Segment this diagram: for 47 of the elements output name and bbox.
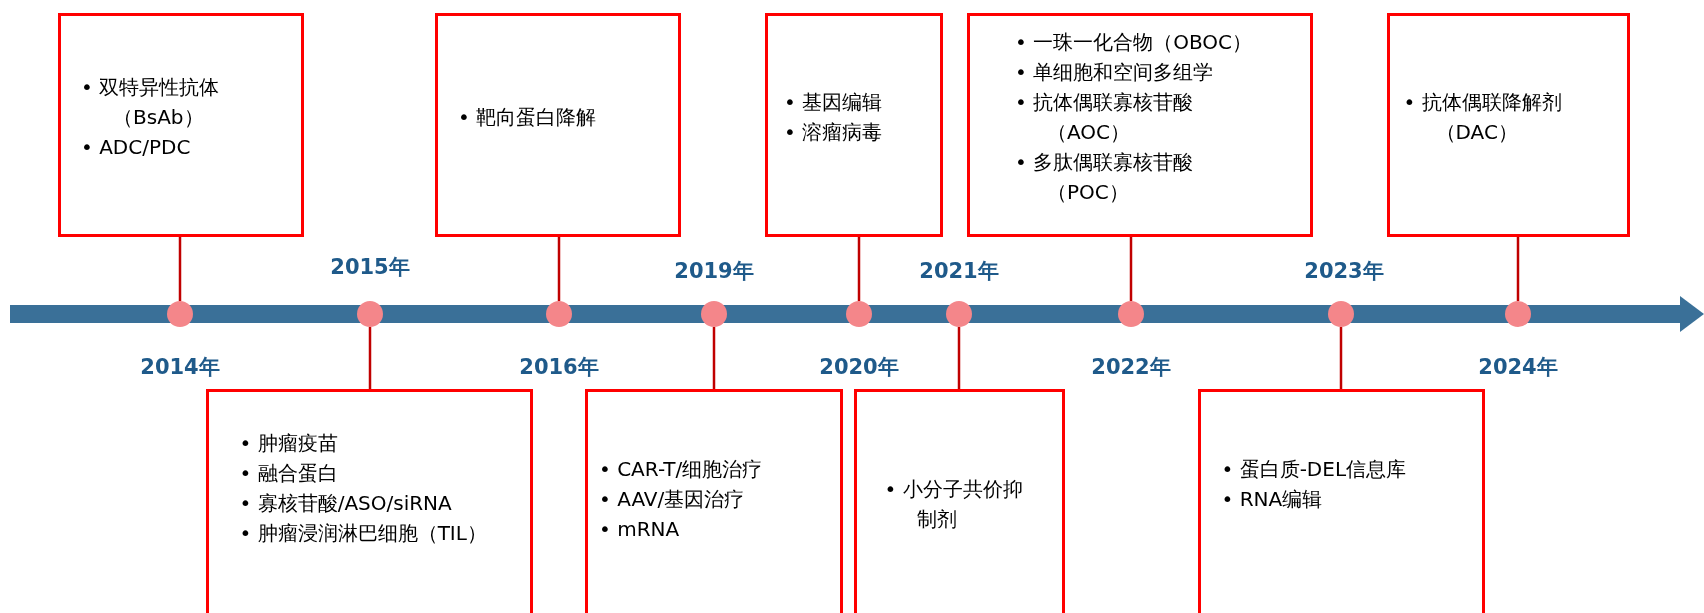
bullet-item: • AAV/基因治疗 (599, 486, 746, 513)
connector-line (1516, 237, 1520, 301)
bullet-item: • 蛋白质-DEL信息库 (1221, 456, 1408, 483)
milestone-box (765, 13, 943, 237)
bullet-item: • mRNA (599, 516, 681, 543)
bullet-item: • 靶向蛋白降解 (458, 104, 598, 131)
year-label: 2024年 (1478, 354, 1558, 381)
connector-line (1129, 237, 1133, 301)
milestone-box (1387, 13, 1630, 237)
connector-line (557, 237, 561, 301)
bullet-item: • 寡核苷酸/ASO/siRNA (239, 490, 453, 517)
milestone-box (854, 389, 1065, 613)
bullet-item: • 单细胞和空间多组学 (1015, 59, 1215, 86)
milestone-box (1198, 389, 1485, 613)
milestone-box (206, 389, 533, 613)
bullet-item: • 基因编辑 (784, 89, 884, 116)
connector-line (957, 327, 961, 389)
year-label: 2022年 (1091, 354, 1171, 381)
connector-line (178, 237, 182, 301)
bullet-item: • 肿瘤疫苗 (239, 430, 339, 457)
year-label: 2014年 (140, 354, 220, 381)
milestone-box (585, 389, 843, 613)
bullet-item: • RNA编辑 (1221, 486, 1324, 513)
year-label: 2021年 (919, 258, 999, 285)
bullet-item: • CAR-T/细胞治疗 (599, 456, 764, 483)
year-label: 2019年 (674, 258, 754, 285)
connector-line (368, 327, 372, 389)
year-label: 2020年 (819, 354, 899, 381)
bullet-item: • 小分子共价抑制剂 (884, 476, 1024, 533)
year-label: 2015年 (330, 254, 410, 281)
bullet-item: • 双特异性抗体（BsAb） (81, 74, 221, 131)
milestone-box (967, 13, 1313, 237)
bullet-item: • ADC/PDC (81, 134, 192, 161)
bullet-item: • 抗体偶联降解剂（DAC） (1403, 89, 1563, 146)
year-label: 2016年 (519, 354, 599, 381)
milestone-box (58, 13, 304, 237)
year-label: 2023年 (1304, 258, 1384, 285)
connector-line (857, 237, 861, 301)
connector-line (1339, 327, 1343, 389)
connector-line (712, 327, 716, 389)
bullet-item: • 多肽偶联寡核苷酸（POC） (1015, 149, 1195, 206)
bullet-item: • 抗体偶联寡核苷酸（AOC） (1015, 89, 1195, 146)
bullet-item: • 溶瘤病毒 (784, 119, 884, 146)
bullet-item: • 融合蛋白 (239, 460, 339, 487)
bullet-item: • 肿瘤浸润淋巴细胞（TIL） (239, 520, 488, 547)
milestone-box (435, 13, 681, 237)
bullet-item: • 一珠一化合物（OBOC） (1015, 29, 1253, 56)
